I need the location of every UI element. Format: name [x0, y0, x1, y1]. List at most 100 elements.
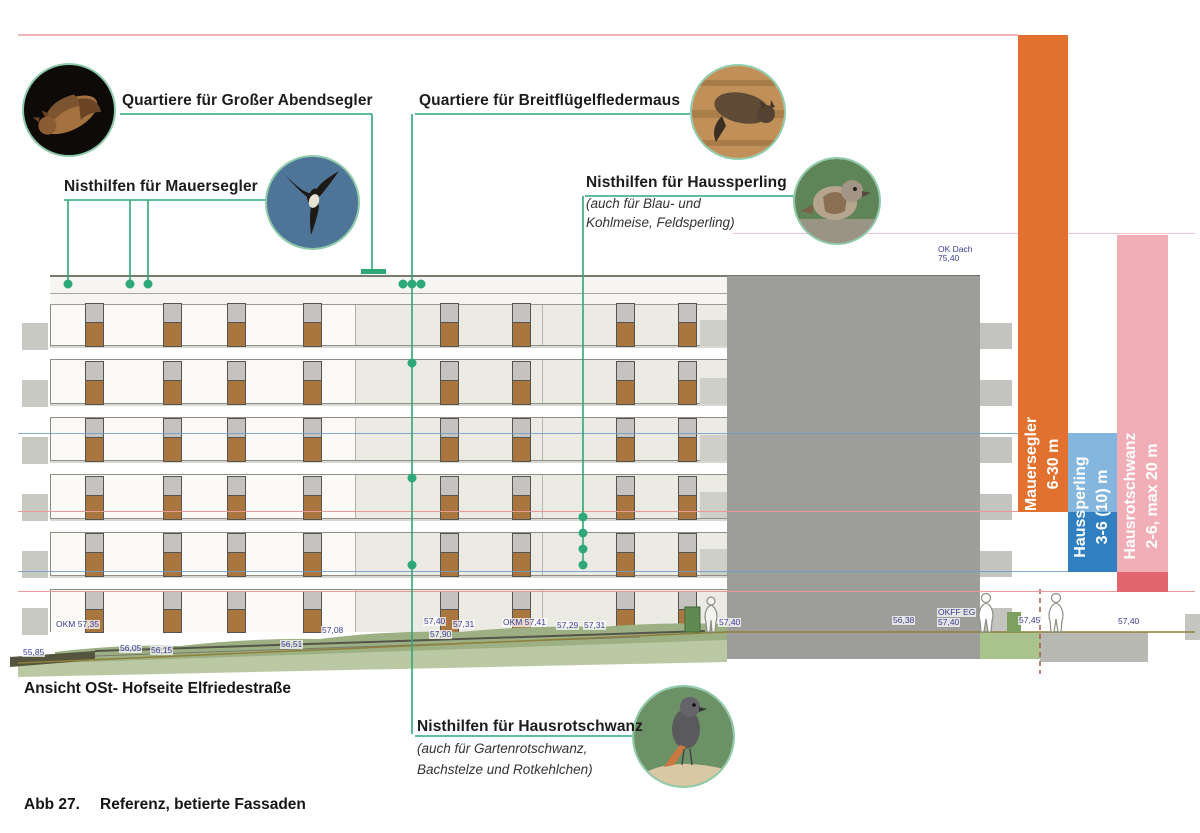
facade-window — [440, 533, 459, 577]
label-hausrotschwanz-sub2: Bachstelze und Rotkehlchen) — [417, 762, 593, 777]
facade-window — [163, 476, 182, 520]
balcony-block — [980, 437, 1012, 463]
facade-window — [616, 303, 635, 347]
facade-window — [678, 361, 697, 405]
facade-window — [163, 361, 182, 405]
photo-mauersegler — [265, 155, 360, 250]
photo-grosser-abendsegler — [22, 63, 116, 157]
green-door — [684, 606, 701, 633]
person-silhouette — [704, 596, 718, 633]
ramp-edge — [94, 630, 706, 652]
nest-point-dot — [407, 358, 417, 368]
bar-haussperling-extended — [1068, 433, 1117, 512]
balcony-block — [700, 378, 727, 404]
height-line-30m — [18, 34, 1018, 36]
balcony-block — [22, 608, 48, 635]
nest-point-dot — [578, 512, 588, 522]
label-abendsegler: Quartiere für Großer Abendsegler — [122, 92, 373, 109]
leader-breitfluegel-hausrotschwanz — [411, 113, 690, 734]
floor-slab-band — [50, 575, 727, 590]
balcony-block — [980, 380, 1012, 406]
person-silhouette — [978, 592, 994, 633]
facade-window — [227, 476, 246, 520]
balcony-block — [22, 551, 48, 578]
nest-point-dot — [398, 279, 408, 289]
elevation-measurement: 57,31 — [452, 619, 476, 630]
elevation-measurement: OKFF EG — [937, 607, 977, 618]
leader-abendsegler — [120, 113, 373, 271]
elevation-measurement: OKM 57,41 — [502, 617, 547, 628]
nest-point-dot — [125, 279, 135, 289]
figure-title: Referenz, betierte Fassaden — [100, 796, 306, 813]
label-hausrotschwanz: Nisthilfen für Hausrotschwanz — [417, 718, 643, 735]
facade-window — [85, 476, 104, 520]
facade-window — [678, 303, 697, 347]
facade-window — [303, 418, 322, 462]
height-line-6m — [18, 511, 1168, 512]
nest-point-dot — [63, 279, 73, 289]
nest-point-dot — [407, 560, 417, 570]
height-line-2m — [18, 591, 1195, 592]
elevation-measurement: 56,38 — [892, 615, 916, 626]
bar-hausrotschwanz-extended — [1117, 235, 1168, 572]
facade-window — [512, 361, 531, 405]
edge-structure — [1185, 614, 1200, 640]
label-haussperling-sub1: (auch für Blau- und — [586, 196, 701, 211]
nest-point-dot — [143, 279, 153, 289]
roof-parapet — [50, 275, 727, 305]
person-silhouette — [1048, 592, 1064, 633]
balcony-block — [700, 320, 727, 346]
facade-window — [227, 418, 246, 462]
balcony-block — [980, 323, 1012, 349]
nest-point-dot — [416, 279, 426, 289]
photo-breitfluegelfledermaus — [690, 64, 786, 160]
facade-window — [512, 476, 531, 520]
label-hausrotschwanz-sub1: (auch für Gartenrotschwanz, — [417, 741, 588, 756]
facade-window — [85, 533, 104, 577]
sparrow-icon — [795, 159, 879, 243]
elevation-measurement: 57,40 — [937, 617, 961, 628]
facade-window — [512, 533, 531, 577]
elevation-measurement: 57,40 — [423, 616, 447, 627]
elevation-measurement: 56,05 — [119, 643, 143, 654]
leader-mauersegler — [64, 199, 267, 282]
facade-window — [227, 303, 246, 347]
facade-window — [163, 533, 182, 577]
facade-window — [512, 418, 531, 462]
elevation-measurement: 57,40 — [1117, 616, 1141, 627]
label-haussperling: Nisthilfen für Haussperling — [586, 174, 787, 191]
label-haussperling-sub2: Kohlmeise, Feldsperling) — [586, 215, 735, 230]
elevation-measurement: 57,31 — [583, 620, 607, 631]
balcony-block — [22, 323, 48, 350]
redstart-icon — [634, 687, 733, 786]
hedge-band — [55, 623, 727, 663]
height-line-10m — [18, 433, 1068, 434]
bar-haussperling-core — [1068, 512, 1117, 572]
facade-window — [303, 476, 322, 520]
facade-window — [678, 418, 697, 462]
facade-joint-line — [542, 275, 543, 632]
leader-haussperling — [582, 195, 795, 564]
balcony-block — [980, 494, 1012, 520]
facade-window — [616, 418, 635, 462]
nest-point-dot — [578, 560, 588, 570]
nest-point-dot — [407, 473, 417, 483]
height-line-3m — [18, 571, 1117, 572]
facade-window — [303, 303, 322, 347]
bat-noctule-icon — [32, 94, 102, 135]
figure-number: Abb 27. — [24, 796, 80, 813]
facade-window — [616, 361, 635, 405]
facade-window — [303, 533, 322, 577]
facade-window — [440, 303, 459, 347]
facade-window — [440, 361, 459, 405]
bar-mauersegler — [1018, 35, 1068, 512]
elevation-measurement: 57,90 — [429, 629, 453, 640]
bar-hausrotschwanz-core — [1117, 572, 1168, 592]
floor-slab-band — [50, 403, 727, 418]
photo-hausrotschwanz — [632, 685, 735, 788]
facade-window — [163, 591, 182, 633]
balcony-block — [22, 494, 48, 521]
nest-point-dot — [407, 279, 417, 289]
